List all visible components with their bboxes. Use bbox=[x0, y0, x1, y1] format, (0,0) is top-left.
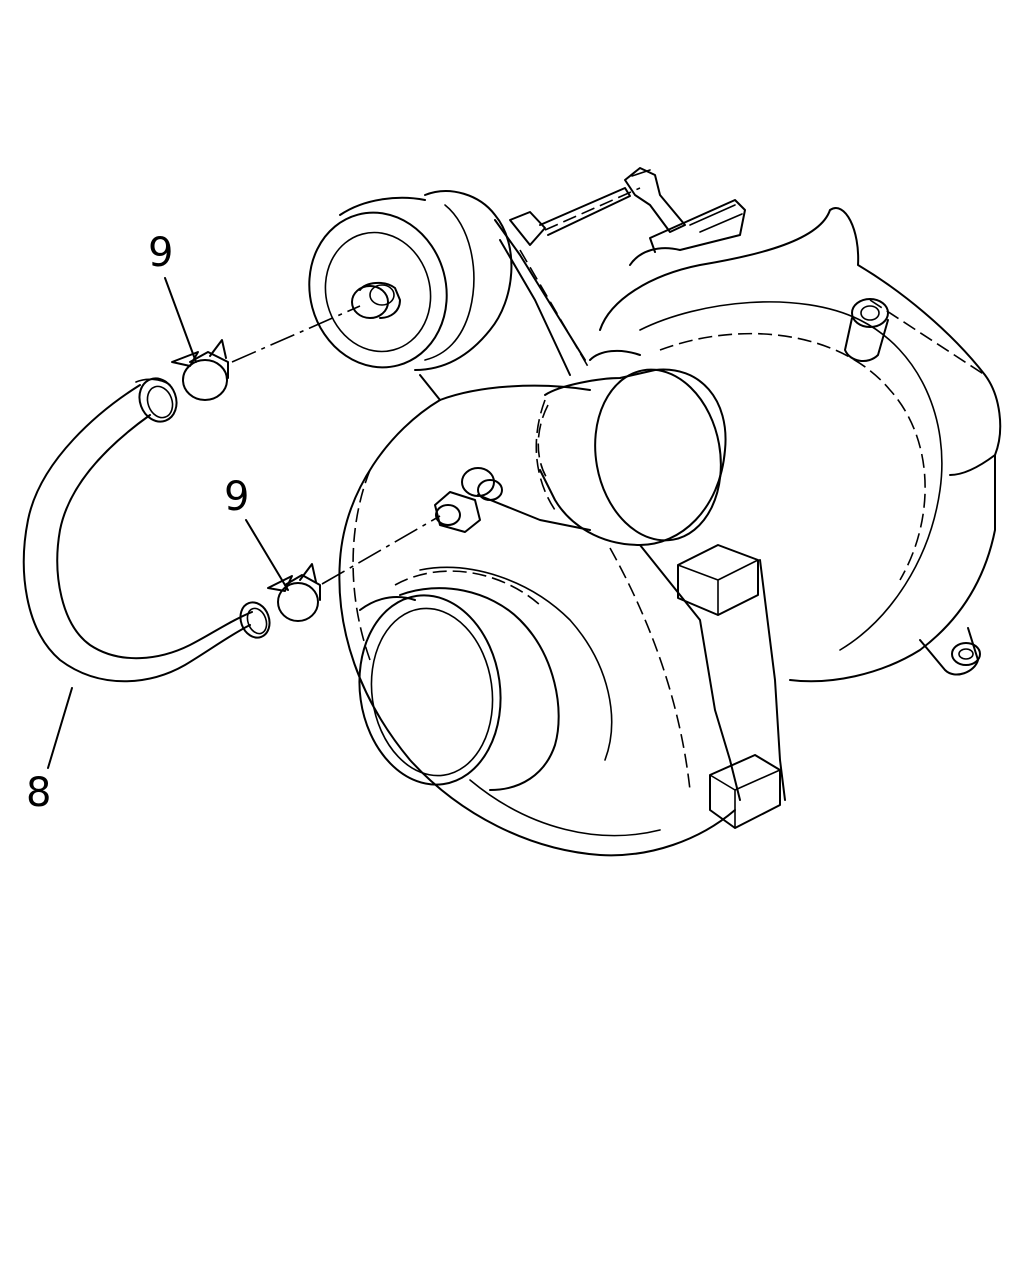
hose bbox=[22, 377, 271, 683]
assembly-line-lower bbox=[321, 515, 441, 585]
hose-clamp-upper bbox=[171, 339, 229, 401]
leader-line-lower-9 bbox=[245, 519, 289, 591]
compressor-housing bbox=[338, 349, 786, 857]
assembly-line-upper bbox=[231, 305, 361, 363]
leader-line-8 bbox=[47, 687, 73, 769]
callout-label-9-upper: 9 bbox=[148, 230, 173, 276]
callout-label-8: 8 bbox=[26, 770, 51, 816]
hose-clamp-lower bbox=[267, 563, 321, 622]
leader-line-upper-9 bbox=[164, 277, 197, 363]
wastegate-actuator bbox=[308, 187, 641, 376]
turbine-housing bbox=[599, 167, 1002, 683]
callout-label-9-lower: 9 bbox=[224, 474, 249, 520]
